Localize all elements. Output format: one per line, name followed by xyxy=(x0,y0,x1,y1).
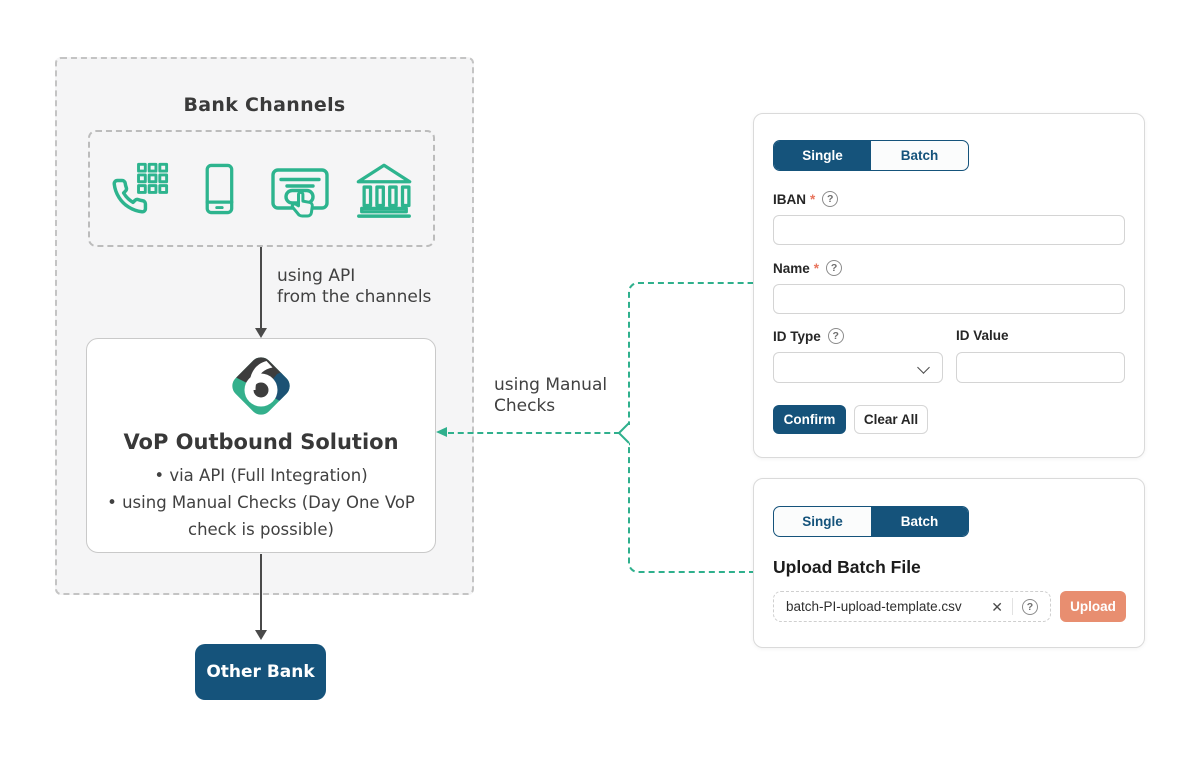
phone-keypad-icon xyxy=(108,158,170,220)
batch-file-name: batch-PI-upload-template.csv xyxy=(786,599,962,614)
upload-batch-file-heading: Upload Batch File xyxy=(773,557,921,577)
batch-panel-tab-toggle: Single Batch xyxy=(773,506,969,537)
bank-channels-title: Bank Channels xyxy=(183,94,346,116)
vop-title: VoP Outbound Solution xyxy=(123,430,399,454)
name-label: Name* ? xyxy=(773,260,843,276)
using-api-label: using API from the channels xyxy=(277,266,432,307)
manual-checks-connector-bottom xyxy=(628,443,753,573)
bullet-icon: • xyxy=(154,466,165,485)
channels-to-vop-arrow-line xyxy=(260,247,262,330)
clear-all-button[interactable]: Clear All xyxy=(854,405,928,434)
confirm-button[interactable]: Confirm xyxy=(773,405,846,434)
required-marker: * xyxy=(813,260,820,276)
vop-bullet-1: • via API (Full Integration) xyxy=(154,466,368,485)
id-value-label: ID Value xyxy=(956,328,1009,343)
iban-input[interactable] xyxy=(773,215,1125,245)
channels-to-vop-arrowhead xyxy=(255,328,267,338)
bullet-icon: • xyxy=(107,493,117,512)
vop-logo-icon xyxy=(225,350,297,422)
channel-icons-box xyxy=(88,130,435,247)
vop-to-other-bank-arrow-line xyxy=(260,554,262,632)
other-bank-node: Other Bank xyxy=(195,644,326,700)
id-type-select[interactable] xyxy=(773,352,943,383)
vop-bullet-list: • via API (Full Integration) • using Man… xyxy=(98,462,424,543)
required-marker: * xyxy=(810,191,816,207)
id-type-help-icon[interactable]: ? xyxy=(827,328,844,344)
tab-batch[interactable]: Batch xyxy=(871,507,968,536)
vop-to-other-bank-arrowhead xyxy=(255,630,267,640)
file-help-icon[interactable]: ? xyxy=(1022,598,1038,615)
using-manual-checks-label: using Manual Checks xyxy=(494,375,608,416)
iban-label: IBAN* ? xyxy=(773,191,839,207)
card-click-icon xyxy=(267,157,333,221)
id-type-label: ID Type ? xyxy=(773,328,844,344)
clear-file-icon[interactable]: ✕ xyxy=(991,598,1003,615)
single-panel-tab-toggle: Single Batch xyxy=(773,140,969,171)
mobile-phone-icon xyxy=(190,158,248,220)
divider xyxy=(1012,598,1013,615)
batch-file-input[interactable]: batch-PI-upload-template.csv ✕ ? xyxy=(773,591,1051,622)
manual-checks-connector-top xyxy=(628,282,753,425)
upload-button[interactable]: Upload xyxy=(1060,591,1126,622)
manual-checks-arrowhead xyxy=(436,427,447,437)
single-check-panel: Single Batch IBAN* ? Name* ? ID Type ? I… xyxy=(753,113,1145,458)
id-value-input[interactable] xyxy=(956,352,1125,383)
batch-upload-panel: Single Batch Upload Batch File batch-PI-… xyxy=(753,478,1145,648)
bank-building-icon xyxy=(353,158,415,220)
name-help-icon[interactable]: ? xyxy=(826,260,843,276)
manual-checks-arrow-line xyxy=(448,432,620,434)
tab-batch[interactable]: Batch xyxy=(900,148,939,163)
name-input[interactable] xyxy=(773,284,1125,314)
tab-single[interactable]: Single xyxy=(802,514,843,529)
tab-single[interactable]: Single xyxy=(774,141,871,170)
other-bank-label: Other Bank xyxy=(206,662,315,682)
chevron-down-icon xyxy=(917,361,930,374)
iban-help-icon[interactable]: ? xyxy=(822,191,839,207)
